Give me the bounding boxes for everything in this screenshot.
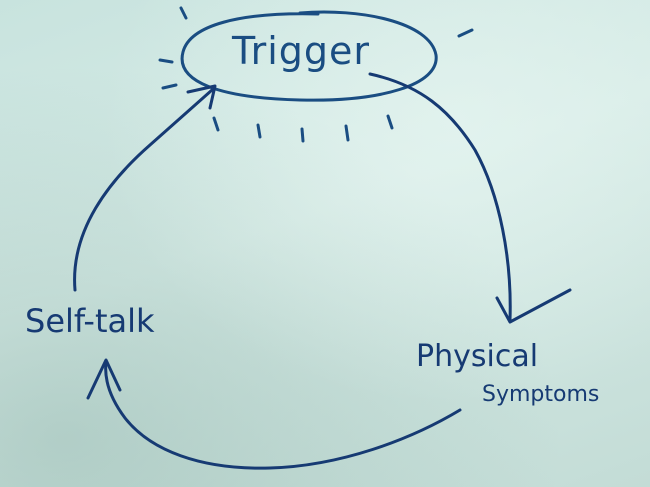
arrowhead-selftalk xyxy=(86,358,122,400)
node-self-talk: Self-talk xyxy=(25,302,155,340)
arrowhead-physical xyxy=(495,288,572,324)
node-physical-line2: Symptoms xyxy=(482,382,600,407)
trigger-emphasis-marks xyxy=(158,6,474,143)
arrow-trigger-to-physical xyxy=(368,72,512,322)
arrowhead-trigger xyxy=(186,84,217,110)
trigger-ellipse xyxy=(180,10,438,102)
arrow-physical-to-selftalk xyxy=(104,360,462,470)
node-physical-line1: Physical xyxy=(416,339,539,374)
node-trigger: Trigger xyxy=(232,29,371,73)
arrow-selftalk-to-trigger xyxy=(73,88,214,292)
